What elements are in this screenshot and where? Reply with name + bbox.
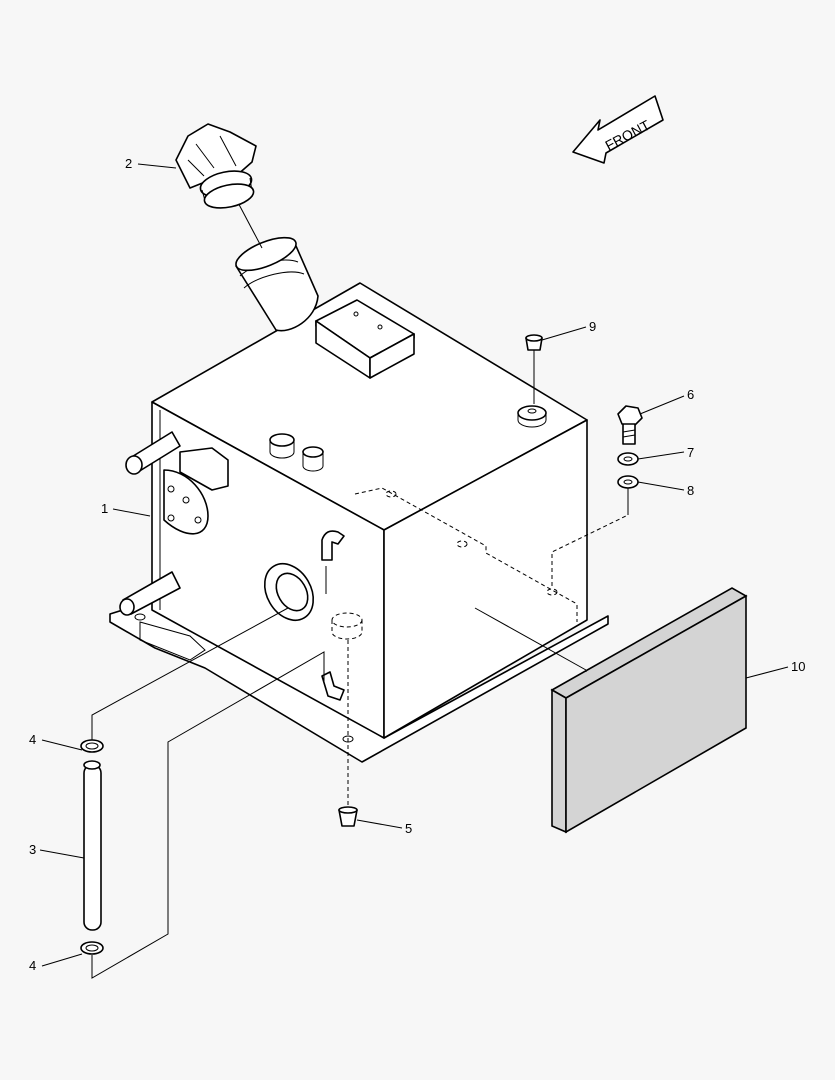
callout-10: 10: [791, 659, 805, 674]
front-arrow: FRONT: [572, 95, 664, 164]
drain-plug: [338, 640, 358, 827]
callout-4-bottom: 4: [29, 958, 36, 973]
callout-labels: 1 2 3 4 4 5 6 7 8 9 10: [29, 156, 805, 973]
bolt: [617, 405, 643, 445]
callout-9: 9: [589, 319, 596, 334]
hydraulic-tank: [119, 282, 629, 739]
callout-7: 7: [687, 445, 694, 460]
callout-1: 1: [101, 501, 108, 516]
callout-4-top: 4: [29, 732, 36, 747]
callout-8: 8: [687, 483, 694, 498]
hose-clamp-bottom: [80, 941, 104, 955]
callout-6: 6: [687, 387, 694, 402]
callout-5: 5: [405, 821, 412, 836]
lock-washer: [617, 452, 639, 466]
hose: [83, 760, 102, 931]
callout-leaders: [39, 163, 789, 967]
top-plug: [525, 334, 543, 404]
tank-pad: [550, 587, 748, 834]
callout-3: 3: [29, 842, 36, 857]
flat-washer: [617, 475, 639, 489]
callout-2: 2: [125, 156, 132, 171]
routing-lines: [91, 488, 629, 979]
filler-cap: [175, 123, 257, 209]
hose-clamp-top: [80, 739, 104, 753]
filler-neck: [233, 194, 319, 332]
